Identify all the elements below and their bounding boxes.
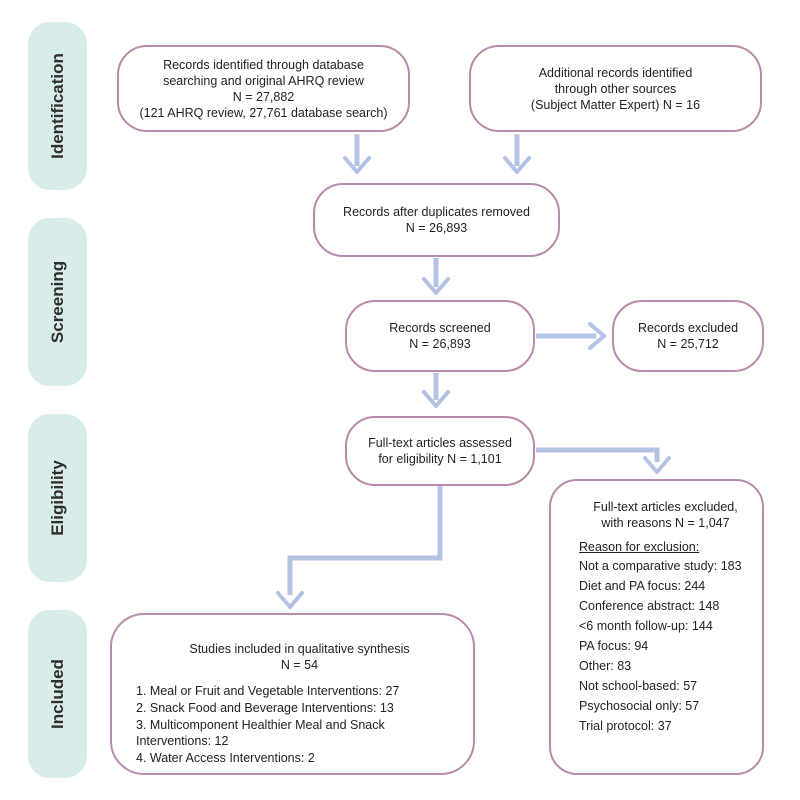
exclusion-reason-item: Diet and PA focus: 244 xyxy=(579,579,706,593)
exclusion-reason-item: Not school-based: 57 xyxy=(579,679,698,693)
phase-identification: Identification xyxy=(28,22,87,190)
box-line: through other sources xyxy=(554,81,677,96)
included-category-item: 4. Water Access Interventions: 2 xyxy=(136,751,315,765)
exclusion-reason-item: Trial protocol: 37 xyxy=(579,719,672,733)
included-category-item: 2. Snack Food and Beverage Interventions… xyxy=(136,701,394,715)
included-category-item: 1. Meal or Fruit and Vegetable Intervent… xyxy=(136,684,400,698)
arrowhead-other xyxy=(503,156,531,174)
box-line: (Subject Matter Expert) N = 16 xyxy=(530,97,701,112)
records-after-duplicates-box: Records after duplicates removed N = 26,… xyxy=(313,183,560,257)
exclusion-reason-item: Psychosocial only: 57 xyxy=(579,699,700,713)
box-line: (121 AHRQ review, 27,761 database search… xyxy=(139,105,388,120)
fulltext-excluded-box: Full-text articles excluded, with reason… xyxy=(549,479,764,775)
box-line: Full-text articles assessed xyxy=(368,436,512,450)
arrowhead-screened xyxy=(422,390,450,408)
box-line: N = 54 xyxy=(280,658,319,672)
box-line: Records identified through database xyxy=(163,57,364,72)
records-identified-other-box: Additional records identified through ot… xyxy=(469,45,762,132)
records-identified-db-box: Records identified through database sear… xyxy=(117,45,410,132)
box-line: N = 26,893 xyxy=(405,221,468,235)
arrow-fulltext-to-ftexcluded xyxy=(536,447,660,462)
exclusion-reason-item: Not a comparative study: 183 xyxy=(579,559,742,573)
arrowhead-ftexcluded xyxy=(643,456,671,474)
fulltext-excluded-heading: Full-text articles excluded, with reason… xyxy=(579,499,752,531)
included-category-item: 3. Multicomponent Healthier Meal and Sna… xyxy=(136,718,385,748)
box-line: searching and original AHRQ review xyxy=(163,73,364,88)
box-line: Records after duplicates removed xyxy=(343,205,530,219)
records-screened-box: Records screened N = 26,893 xyxy=(345,300,535,372)
exclusion-reason-item: <6 month follow-up: 144 xyxy=(579,619,713,633)
box-line: Records screened xyxy=(389,321,491,335)
box-line: Records excluded xyxy=(637,321,739,335)
box-line: with reasons N = 1,047 xyxy=(601,516,730,530)
arrowhead-db xyxy=(343,156,371,174)
exclusion-reason-item: Other: 83 xyxy=(579,659,632,673)
box-line: N = 27,882 xyxy=(232,89,295,104)
box-line: Full-text articles excluded, xyxy=(593,500,738,514)
exclusion-reason-item: PA focus: 94 xyxy=(579,639,649,653)
box-line: Additional records identified xyxy=(538,65,693,80)
phase-screening: Screening xyxy=(28,218,87,386)
records-excluded-box: Records excluded N = 25,712 xyxy=(612,300,764,372)
fulltext-assessed-box: Full-text articles assessed for eligibil… xyxy=(345,416,535,486)
arrowhead-included xyxy=(276,591,304,609)
exclusion-reason-item: Conference abstract: 148 xyxy=(579,599,720,613)
box-line: for eligibility N = 1,101 xyxy=(378,452,502,466)
box-line: Studies included in qualitative synthesi… xyxy=(189,642,410,656)
phase-eligibility: Eligibility xyxy=(28,414,87,582)
exclusion-reason-title: Reason for exclusion: xyxy=(579,540,700,554)
arrowhead-duplicates xyxy=(422,277,450,295)
studies-included-heading: Studies included in qualitative synthesi… xyxy=(136,641,463,673)
box-line: N = 25,712 xyxy=(657,337,719,351)
arrowhead-excluded xyxy=(588,322,606,350)
box-line: N = 26,893 xyxy=(409,337,471,351)
phase-included: Included xyxy=(28,610,87,778)
arrow-fulltext-to-included xyxy=(287,472,443,595)
studies-included-box: Studies included in qualitative synthesi… xyxy=(110,613,475,775)
